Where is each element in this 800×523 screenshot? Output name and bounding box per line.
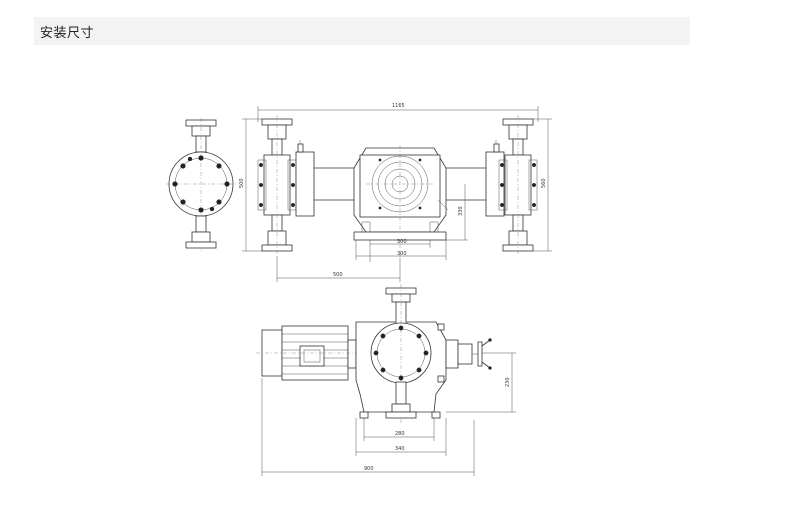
dimension-500-vertical: 500: [239, 118, 262, 252]
dim-label-230: 230: [505, 377, 511, 387]
dimension-230-vertical: 230: [446, 352, 516, 413]
dim-label-560-right: 560: [541, 178, 547, 188]
dim-label-280: 280: [395, 431, 405, 437]
dim-label-300-b: 300: [397, 251, 407, 257]
dim-label-900: 900: [364, 466, 374, 472]
left-pump-head: [257, 115, 315, 256]
dim-label-330: 330: [458, 206, 464, 216]
dimension-1165: 1165: [257, 103, 539, 122]
section-header: 安装尺寸: [34, 17, 690, 45]
dim-label-500-offset: 500: [333, 272, 343, 278]
dim-label-340: 340: [395, 446, 405, 452]
pump-side-housing: [355, 284, 492, 424]
gearbox-body: [314, 145, 486, 258]
right-pump-head: [485, 115, 538, 256]
dimension-330-vertical: 330: [446, 184, 468, 241]
dimension-base-bottom: 280 340 900: [261, 378, 475, 476]
dimension-560-vertical: 560: [533, 118, 552, 252]
motor: [256, 325, 470, 381]
dim-label-1165: 1165: [392, 103, 405, 109]
section-title: 安装尺寸: [40, 26, 95, 41]
dim-label-300-a: 300: [397, 239, 407, 245]
left-pump-head-end-view: [166, 118, 236, 252]
dim-label-500-left: 500: [239, 178, 245, 188]
dimension-base-top: 300 300 500: [276, 239, 447, 282]
